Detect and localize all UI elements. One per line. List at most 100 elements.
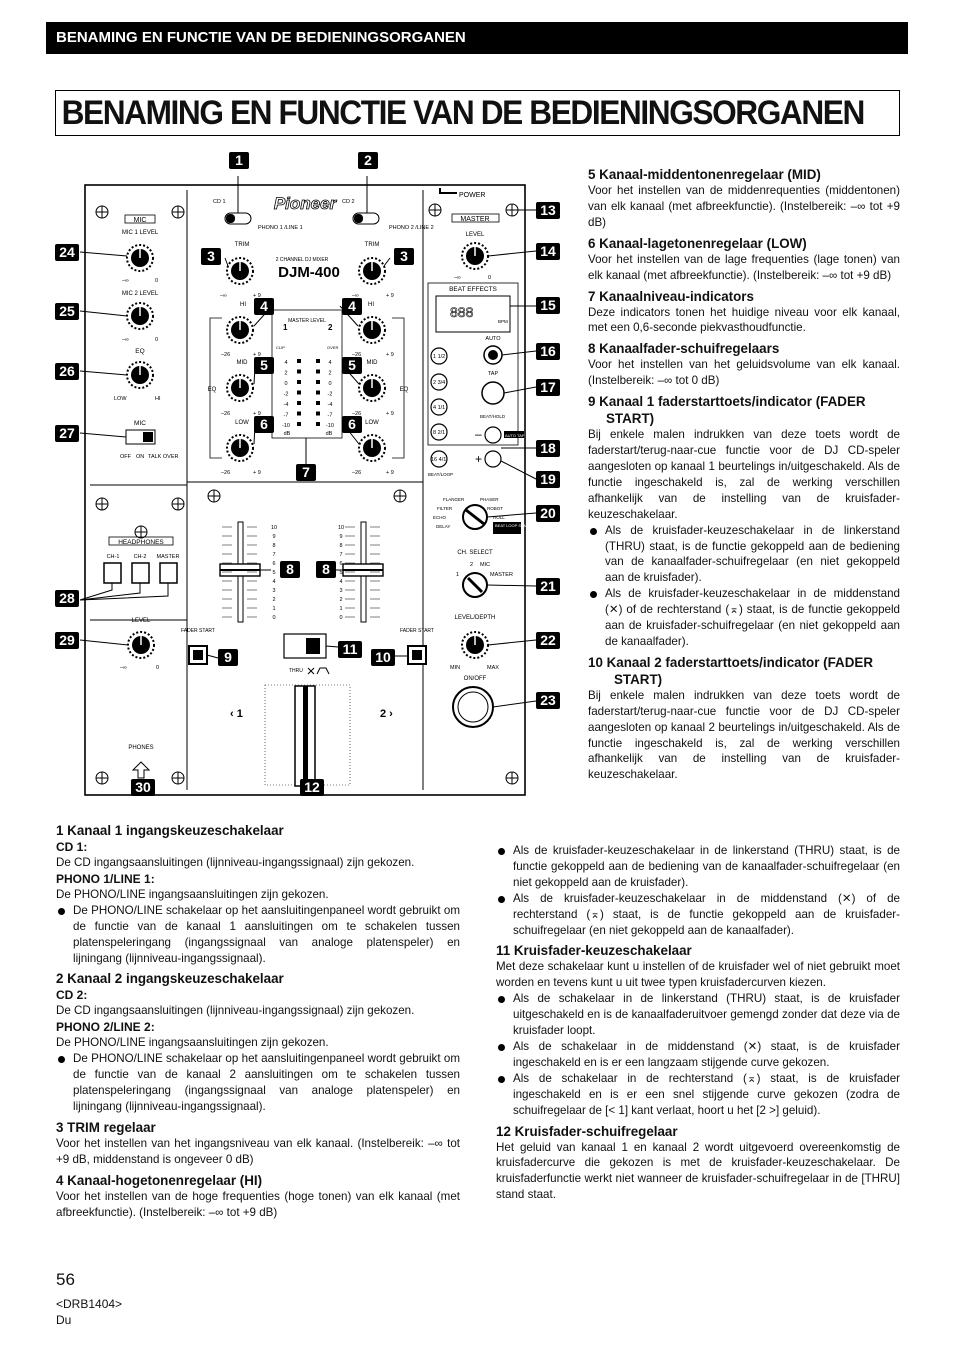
section-11-text: Met deze schakelaar kunt u instellen of … bbox=[496, 960, 900, 990]
fx-roll: ROLL bbox=[493, 515, 505, 520]
ch1-low-label: LOW bbox=[235, 420, 249, 426]
callout-25: 25 bbox=[55, 303, 79, 320]
mixer-panel-diagram: POWER Pioneer CD 1 PHONO 1 /LINE 1 CD 2 … bbox=[79, 176, 538, 796]
bpm-display bbox=[435, 295, 511, 333]
section-8-text: Voor het instellen van het geluidsvolume… bbox=[588, 358, 900, 388]
cd1-label: CD 1 bbox=[213, 199, 226, 205]
fader-scale-label: 2 bbox=[272, 597, 275, 603]
ch2-low-label: LOW bbox=[365, 420, 379, 426]
callout-21: 21 bbox=[536, 578, 560, 595]
tap-label: TAP bbox=[488, 371, 499, 377]
ch-select-knob bbox=[462, 572, 488, 598]
xfader-left-label: ‹ 1 bbox=[230, 708, 243, 720]
meter-led bbox=[297, 369, 301, 374]
meter-led bbox=[316, 380, 320, 384]
meter-led bbox=[316, 369, 320, 374]
meter-led bbox=[316, 390, 320, 395]
meter-scale-label: -4 bbox=[328, 402, 333, 408]
callout-10: 10 bbox=[371, 649, 395, 666]
fader-scale-label: 8 bbox=[272, 543, 275, 549]
callout-24: 24 bbox=[55, 244, 79, 261]
ch1-hi-knob bbox=[226, 316, 254, 344]
auto-label: AUTO bbox=[485, 336, 501, 342]
mic-eq-hi: HI bbox=[155, 396, 161, 402]
beat-2-1-label: 8 2/1 bbox=[433, 430, 445, 436]
mic2-level-label: MIC 2 LEVEL bbox=[122, 291, 159, 297]
ch-select-master: MASTER bbox=[490, 572, 513, 578]
level-depth-max: MAX bbox=[487, 665, 499, 671]
ch2-trim-max: + 9 bbox=[386, 293, 394, 299]
section-7-text: Deze indicators tonen het huidige niveau… bbox=[588, 305, 900, 335]
meter-led bbox=[297, 401, 301, 405]
callout-12: 12 bbox=[300, 779, 324, 796]
callout-6-left: 6 bbox=[254, 416, 274, 433]
right-column: 5 Kanaal-middentonenregelaar (MID) Voor … bbox=[588, 166, 900, 783]
callout-28: 28 bbox=[55, 590, 79, 607]
right-column-lower: Als de kruisfader-keuzeschakelaar in de … bbox=[496, 843, 900, 1203]
fader-scale-label: 2 bbox=[339, 597, 342, 603]
section-2-bullet: De PHONO/LINE schakelaar op het aansluit… bbox=[56, 1051, 460, 1115]
fx-echo: ECHO bbox=[433, 515, 447, 520]
meter-led bbox=[297, 359, 301, 363]
beat-1-2-label: 1 1/2 bbox=[433, 354, 445, 360]
section-5-text: Voor het instellen van de middenrequenti… bbox=[588, 184, 900, 229]
hp-master-label: MASTER bbox=[157, 554, 180, 560]
master-min: –∞ bbox=[454, 275, 461, 281]
mic-section-label: MIC bbox=[134, 217, 147, 224]
ch1-hi-max: + 9 bbox=[253, 352, 261, 358]
ch1-mid-min: –26 bbox=[221, 411, 230, 417]
section-11-bullet-3: Als de schakelaar in de rechterstand (⌅)… bbox=[496, 1071, 900, 1119]
hp-level-knob bbox=[127, 631, 155, 659]
callout-19: 19 bbox=[536, 471, 560, 488]
beat-minus-button bbox=[484, 426, 502, 444]
ch2-low-min: –26 bbox=[352, 470, 361, 476]
mic1-max: 0 bbox=[155, 278, 158, 284]
doc-language: Du bbox=[56, 1313, 72, 1327]
hp-ch2-button bbox=[131, 562, 150, 584]
beat-4-1-label: 16 4/1 bbox=[431, 457, 446, 463]
ch1-eq-label: EQ bbox=[208, 387, 217, 393]
fx-loop-sampler: BEAT LOOP SAMPLER bbox=[495, 523, 538, 528]
fader-scale-label: 0 bbox=[272, 615, 275, 621]
meter-led bbox=[316, 422, 320, 426]
fader-scale-label: 3 bbox=[339, 588, 342, 594]
section-2-cd-heading: CD 2: bbox=[56, 988, 88, 1003]
callout-8-right: 8 bbox=[316, 561, 336, 578]
meter-scale-label: 4 bbox=[284, 360, 287, 366]
section-2-cd-text: De CD ingangsaansluitingen (lijnniveau-i… bbox=[56, 1004, 415, 1018]
meter-scale-label: 2 bbox=[328, 371, 331, 377]
auto-tap-label: AUTO TAP bbox=[505, 433, 525, 438]
beat-plus-button bbox=[484, 450, 502, 468]
phones-jack-arrow bbox=[131, 761, 151, 779]
ch1-trim-label: TRIM bbox=[235, 242, 250, 248]
thru-label: THRU bbox=[289, 668, 303, 674]
ch-select-1: 1 bbox=[456, 572, 459, 578]
mic-switch-label: MIC bbox=[134, 420, 146, 427]
callout-22: 22 bbox=[536, 632, 560, 649]
bpm-unit: BPM bbox=[498, 319, 508, 324]
callout-13: 13 bbox=[536, 202, 560, 219]
section-9-bullet-1: Als de kruisfader-keuzeschakelaar in de … bbox=[588, 523, 900, 587]
meter-scale-label: 0 bbox=[328, 381, 331, 387]
fx-robot: ROBOT bbox=[487, 506, 503, 511]
beat-buttons: 1 1/2 2 3/4 4 1/1 8 2/1 16 4/1 bbox=[430, 347, 448, 468]
meter-led bbox=[297, 390, 301, 395]
fader-scale-label: 10 bbox=[271, 525, 277, 531]
callout-11: 11 bbox=[338, 641, 362, 658]
section-1-bullet: De PHONO/LINE schakelaar op het aansluit… bbox=[56, 903, 460, 967]
meter-led bbox=[316, 401, 320, 405]
ch1-low-min: –26 bbox=[221, 470, 230, 476]
level-depth-knob bbox=[461, 631, 489, 659]
hp-level-label: LEVEL bbox=[132, 618, 151, 624]
section-12-text: Het geluid van kanaal 1 en kanaal 2 word… bbox=[496, 1140, 900, 1202]
callout-16: 16 bbox=[536, 343, 560, 360]
beat-3-4-label: 2 3/4 bbox=[433, 380, 445, 386]
master-max: 0 bbox=[488, 275, 491, 281]
ch2-mid-max: + 9 bbox=[386, 411, 394, 417]
callout-23: 23 bbox=[536, 692, 560, 709]
mic2-level-knob bbox=[126, 302, 154, 330]
ch1-mid-max: + 9 bbox=[253, 411, 261, 417]
fader-scale-label: 9 bbox=[272, 534, 275, 540]
ch2-low-knob bbox=[358, 434, 386, 462]
